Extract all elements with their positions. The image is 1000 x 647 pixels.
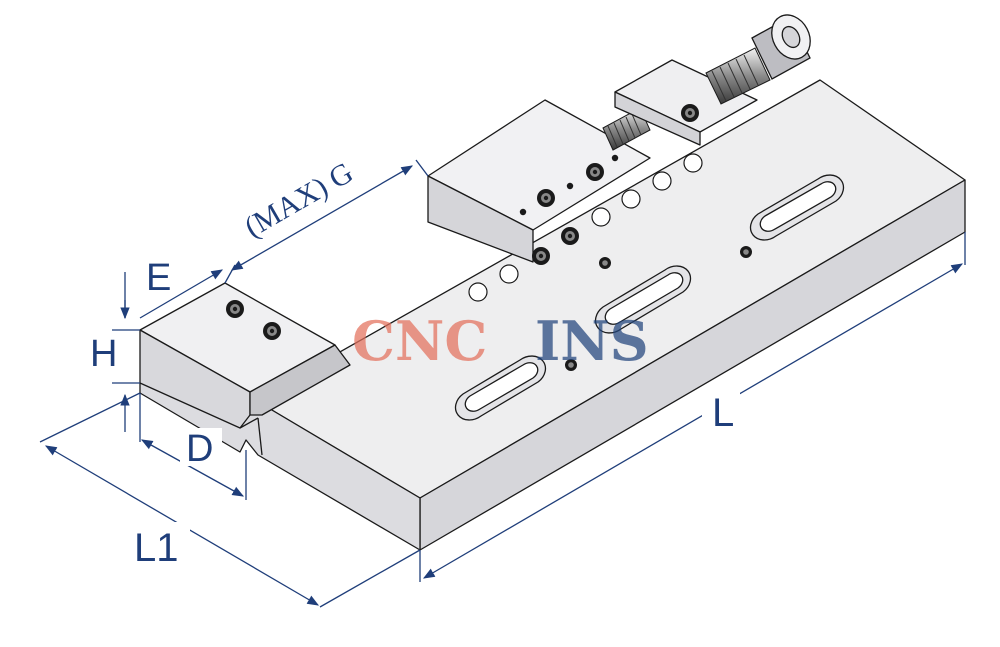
fixed-jaw-screw-1 (226, 300, 244, 318)
lead-screw (602, 107, 651, 151)
dim-line-l (422, 263, 964, 579)
rear-screw-block (614, 59, 758, 146)
label-e: E (146, 257, 171, 299)
fixed-jaw (139, 282, 351, 456)
slot-3 (749, 174, 845, 241)
screw-cap (751, 14, 811, 80)
fixed-jaw-side (249, 344, 351, 416)
watermark-text-2: INS (535, 309, 649, 373)
rear-block-screw (681, 104, 699, 122)
label-d: D (186, 428, 213, 470)
fixed-jaw-screw-2 (263, 322, 281, 340)
watermark-text-1: CNC (352, 309, 487, 373)
label-h: H (90, 333, 117, 375)
rear-thread (705, 47, 771, 105)
label-l1: L1 (134, 526, 179, 570)
dim-line-e (139, 269, 224, 319)
movable-jaw (427, 99, 651, 263)
movable-jaw-holes (519, 154, 619, 216)
label-l: L (712, 391, 734, 435)
dim-line-g (230, 165, 414, 271)
fixed-jaw-front (139, 329, 251, 429)
movable-jaw-front (427, 175, 534, 263)
